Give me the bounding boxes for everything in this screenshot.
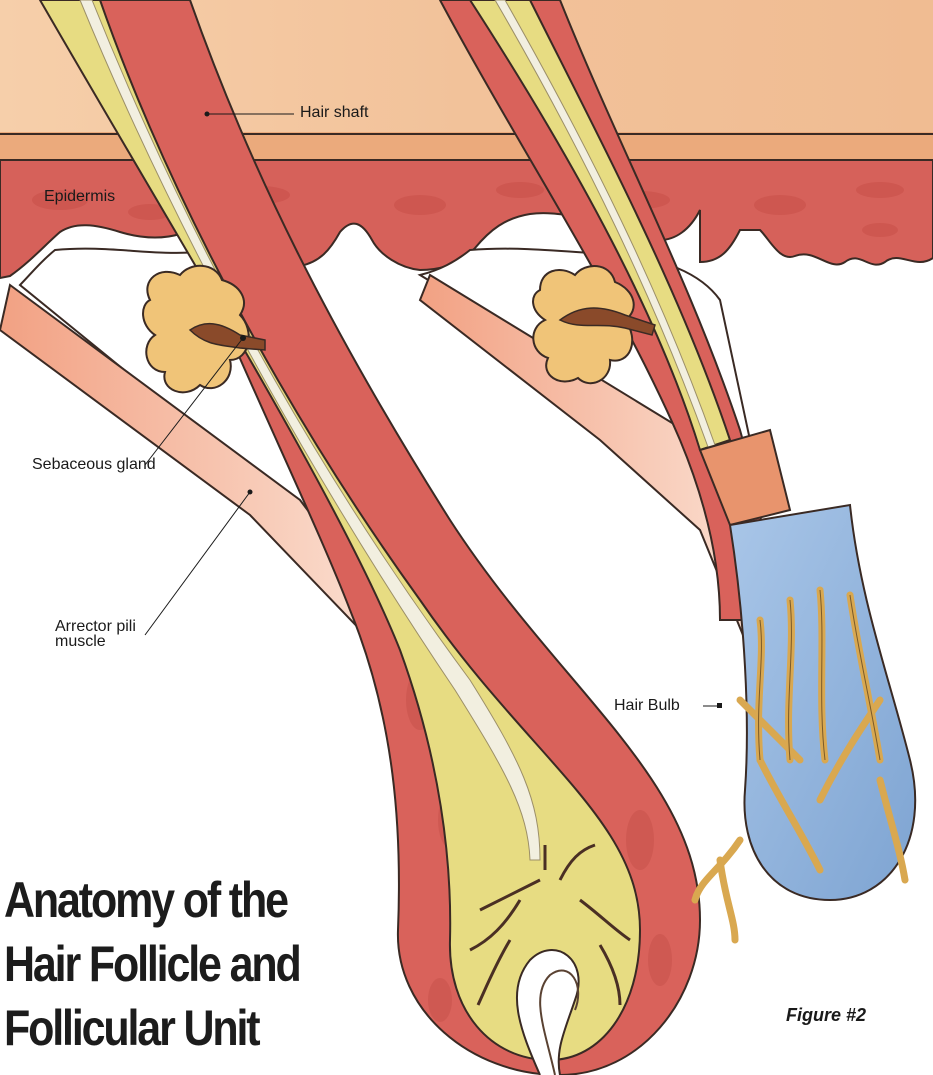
title-line-1: Anatomy of the — [4, 868, 348, 932]
label-sebaceous-gland: Sebaceous gland — [32, 456, 156, 474]
figure-number: Figure #2 — [786, 1005, 866, 1026]
title-line-2: Hair Follicle and — [4, 932, 348, 996]
label-hair-bulb: Hair Bulb — [614, 697, 680, 715]
title-line-3: Follicular Unit — [4, 996, 348, 1060]
leader-dot-bulb — [717, 703, 722, 708]
label-arrector-pili-2: muscle — [55, 633, 106, 651]
leader-dot-muscle — [248, 490, 253, 495]
leader-dot-shaft — [205, 112, 210, 117]
label-epidermis: Epidermis — [44, 188, 115, 206]
diagram-title: Anatomy of the Hair Follicle and Follicu… — [4, 868, 348, 1060]
label-hair-shaft: Hair shaft — [300, 104, 368, 122]
